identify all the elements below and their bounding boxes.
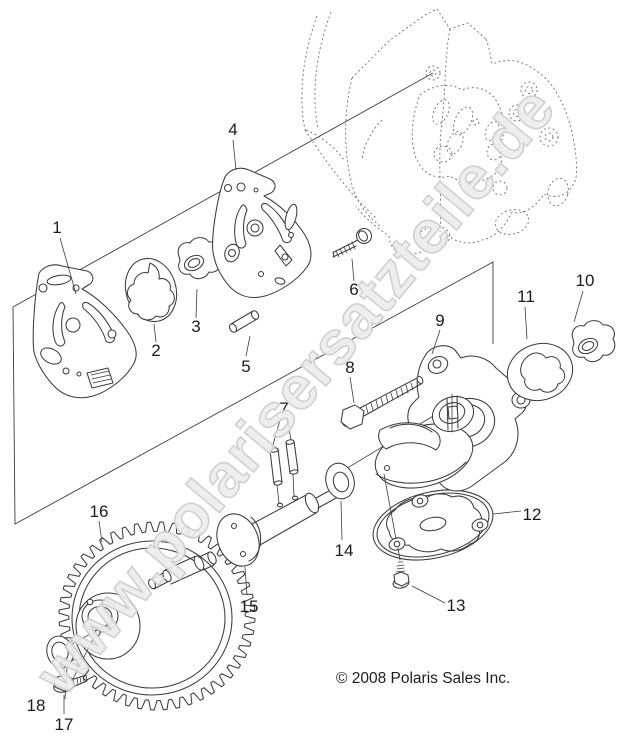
callout-8[interactable]: 8 (345, 358, 354, 377)
leader-line-8 (349, 376, 355, 404)
callout-14[interactable]: 14 (335, 541, 354, 560)
callout-labels: 1 2 3 4 5 6 7 8 9 10 11 12 13 14 15 16 1… (27, 120, 595, 734)
callout-leader-lines (59, 139, 584, 714)
part-14-washer (325, 462, 355, 500)
leader-line-6 (351, 258, 355, 282)
part-2-outer-rotor (124, 257, 178, 323)
part-16-oil-pump-drive-gear (58, 521, 256, 711)
leader-line-7 (271, 416, 292, 449)
part-17-bolt (53, 634, 96, 693)
leader-line-18 (64, 667, 68, 700)
leader-line-10 (573, 290, 584, 323)
part-4-oil-pump-plate (212, 167, 312, 299)
pin-hole (291, 495, 299, 501)
leader-line-12 (492, 510, 522, 515)
part-8-bolt (340, 375, 424, 430)
part-11-outer-rotor (506, 342, 574, 402)
leader-line-5 (245, 335, 251, 357)
pin-hole (276, 502, 284, 508)
leader-line-11 (524, 306, 528, 340)
frame-outline (12, 261, 494, 525)
cover-center-hole (419, 516, 447, 532)
leader-line-2 (153, 323, 157, 343)
part-1-oil-pump-plate (32, 264, 137, 399)
leader-line-3 (195, 288, 198, 319)
callout-15[interactable]: 15 (240, 597, 259, 616)
callout-3[interactable]: 3 (191, 317, 200, 336)
callout-11[interactable]: 11 (517, 287, 535, 306)
callout-12[interactable]: 12 (523, 505, 542, 524)
leader-line-1 (59, 237, 77, 295)
leader-line-14 (340, 500, 343, 541)
part-18-washer (46, 620, 115, 669)
callout-5[interactable]: 5 (241, 357, 250, 376)
parts-drawing (32, 167, 616, 711)
callout-17[interactable]: 17 (55, 715, 74, 734)
crankcase-reference-outline (301, 8, 577, 256)
copyright-text: © 2008 Polaris Sales Inc. (336, 670, 510, 687)
part-12-pump-cover-plate (372, 489, 494, 561)
part-15-oil-pump-shaft (148, 486, 342, 590)
part-7-pins (269, 439, 299, 508)
callout-7[interactable]: 7 (279, 399, 288, 418)
gear-bolt-hole (86, 598, 94, 606)
leader-line-9 (431, 329, 441, 355)
callout-2[interactable]: 2 (151, 341, 160, 360)
callout-4[interactable]: 4 (228, 120, 237, 139)
part-5-dowel-pin (228, 310, 260, 333)
callout-1[interactable]: 1 (52, 218, 61, 237)
callout-13[interactable]: 13 (447, 596, 466, 615)
part-10-inner-rotor (571, 320, 616, 363)
leader-line-13 (411, 585, 446, 604)
callout-6[interactable]: 6 (349, 280, 358, 299)
callout-16[interactable]: 16 (90, 502, 109, 521)
callout-10[interactable]: 10 (576, 271, 595, 290)
leader-line-16 (98, 520, 103, 543)
leader-line-4 (232, 139, 237, 171)
crankcase-mount-hole (425, 65, 441, 81)
callout-18[interactable]: 18 (27, 696, 46, 715)
callout-9[interactable]: 9 (435, 311, 444, 330)
part-13-bolt (383, 473, 410, 589)
part-15-shaft-drive-disc (325, 393, 475, 489)
leader-line-15 (244, 566, 248, 596)
part-3-inner-rotor (177, 237, 222, 280)
shaft-flange (216, 513, 260, 567)
part-6-bolt (332, 227, 373, 258)
